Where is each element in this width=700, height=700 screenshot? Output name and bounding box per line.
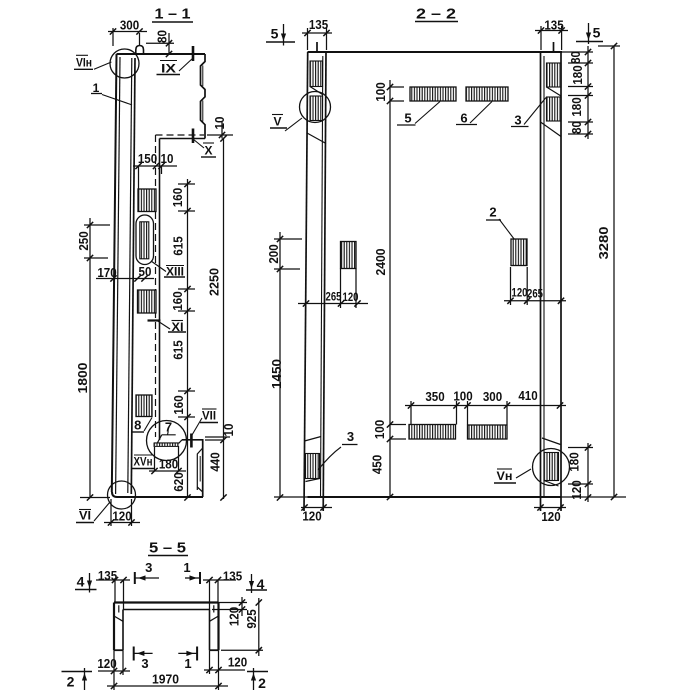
svg-text:925: 925	[244, 609, 259, 628]
svg-text:450: 450	[370, 455, 385, 474]
svg-text:120: 120	[569, 480, 584, 499]
svg-text:VII: VII	[202, 411, 216, 423]
svg-text:120: 120	[227, 607, 242, 626]
svg-text:100: 100	[453, 389, 472, 404]
svg-text:3: 3	[145, 560, 152, 575]
svg-text:1: 1	[93, 81, 100, 95]
svg-text:6: 6	[460, 111, 467, 126]
svg-text:2: 2	[258, 675, 266, 691]
svg-text:1: 1	[184, 656, 191, 671]
svg-text:170: 170	[97, 265, 116, 280]
svg-text:7: 7	[165, 420, 172, 435]
svg-text:3: 3	[514, 113, 521, 128]
svg-text:XIII: XIII	[166, 267, 184, 279]
svg-text:100: 100	[372, 420, 387, 439]
svg-text:135: 135	[223, 569, 242, 584]
svg-text:120: 120	[228, 655, 247, 670]
svg-text:4: 4	[257, 576, 265, 592]
svg-text:120: 120	[512, 285, 528, 299]
svg-text:2250: 2250	[207, 268, 222, 296]
svg-text:10: 10	[221, 424, 236, 437]
svg-text:2: 2	[67, 674, 75, 690]
svg-text:180: 180	[570, 65, 585, 84]
svg-text:IX: IX	[161, 61, 176, 75]
svg-text:120: 120	[97, 656, 116, 671]
svg-text:10: 10	[212, 117, 227, 130]
svg-text:135: 135	[544, 17, 563, 32]
svg-text:620: 620	[171, 472, 186, 491]
svg-text:120: 120	[302, 509, 321, 524]
svg-text:120: 120	[112, 509, 131, 524]
svg-text:160: 160	[170, 188, 185, 207]
svg-text:8: 8	[134, 418, 141, 433]
svg-text:300: 300	[483, 389, 502, 404]
svg-text:4: 4	[77, 574, 85, 590]
svg-text:615: 615	[171, 236, 186, 255]
svg-text:180: 180	[569, 97, 584, 116]
svg-text:5: 5	[404, 111, 411, 126]
svg-text:160: 160	[170, 291, 185, 310]
svg-text:3: 3	[141, 656, 148, 671]
svg-text:135: 135	[98, 568, 117, 583]
svg-text:3: 3	[347, 429, 354, 444]
svg-text:2400: 2400	[373, 249, 388, 276]
svg-text:120: 120	[541, 509, 560, 524]
svg-text:350: 350	[425, 389, 444, 404]
svg-text:100: 100	[373, 82, 388, 101]
svg-text:265: 265	[326, 289, 342, 303]
svg-text:265: 265	[527, 286, 543, 300]
svg-text:XVн: XVн	[134, 457, 153, 469]
svg-text:1800: 1800	[75, 363, 90, 394]
svg-text:2: 2	[489, 205, 496, 220]
svg-text:180: 180	[159, 457, 178, 472]
svg-text:120: 120	[343, 290, 359, 304]
svg-text:200: 200	[266, 244, 281, 263]
svg-text:Vн: Vн	[497, 469, 513, 483]
svg-text:50: 50	[139, 264, 152, 279]
svg-text:2 – 2: 2 – 2	[416, 5, 456, 22]
svg-text:410: 410	[518, 388, 537, 403]
svg-text:1970: 1970	[152, 672, 179, 687]
svg-text:V: V	[273, 114, 281, 128]
svg-text:10: 10	[161, 151, 174, 166]
svg-text:80: 80	[568, 51, 583, 64]
svg-text:135: 135	[309, 17, 328, 32]
svg-text:5: 5	[593, 25, 601, 41]
svg-text:150: 150	[138, 151, 157, 166]
svg-text:160: 160	[171, 395, 186, 414]
svg-text:3280: 3280	[596, 227, 611, 260]
svg-text:250: 250	[76, 231, 91, 250]
svg-text:5 – 5: 5 – 5	[149, 539, 186, 556]
svg-text:300: 300	[120, 18, 139, 33]
svg-text:5: 5	[271, 26, 279, 42]
svg-text:1 – 1: 1 – 1	[155, 5, 191, 22]
svg-text:VI: VI	[79, 508, 91, 522]
svg-text:VIн: VIн	[76, 55, 92, 69]
svg-text:XI: XI	[172, 320, 184, 334]
svg-text:80: 80	[155, 30, 170, 43]
svg-text:1450: 1450	[269, 359, 284, 389]
svg-text:615: 615	[171, 340, 186, 359]
svg-text:80: 80	[569, 121, 584, 134]
svg-text:1: 1	[183, 560, 190, 575]
svg-text:X: X	[204, 143, 212, 157]
svg-text:440: 440	[208, 452, 223, 471]
svg-text:180: 180	[567, 452, 582, 471]
